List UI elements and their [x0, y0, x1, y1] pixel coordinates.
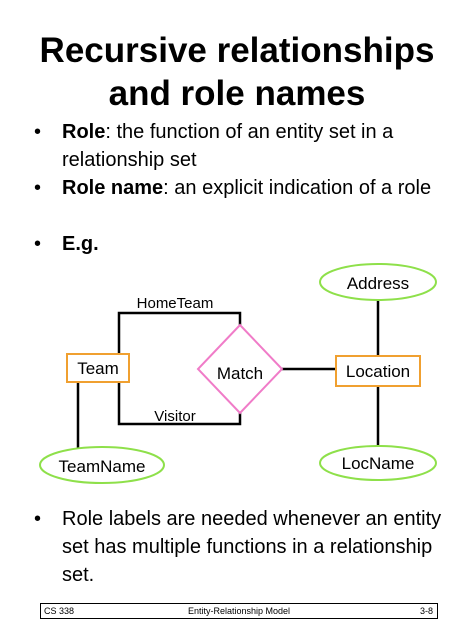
- hometeam-role-line: [117, 311, 242, 354]
- bullet-term: Role: [62, 121, 106, 143]
- attribute-locname-ellipse: [319, 445, 437, 481]
- bullet-definition: : the function of an entity set in a rel…: [62, 121, 394, 171]
- role-visitor-label: Visitor: [154, 408, 195, 425]
- bullet-text: E.g.: [62, 230, 442, 258]
- attribute-address-label: Address: [347, 274, 409, 293]
- relationship-match-label: Match: [217, 364, 263, 383]
- attribute-teamname-ellipse: [39, 446, 165, 484]
- bullet-text: Role labels are needed whenever an entit…: [62, 508, 442, 586]
- slide-title-line-2: and role names: [108, 74, 366, 113]
- relationship-match-diamond: [196, 323, 284, 415]
- bullet-term: E.g.: [62, 233, 99, 255]
- attribute-address-ellipse: [319, 263, 437, 301]
- attribute-teamname-label: TeamName: [59, 457, 146, 476]
- footer-right: 3-8: [419, 606, 433, 616]
- slide-footer: Entity-Relationship Model CS 338 3-8: [40, 603, 438, 619]
- connector-lines: [76, 298, 380, 450]
- footer-left: CS 338: [44, 606, 75, 616]
- bullet-term: Role name: [62, 177, 164, 199]
- entity-location-label: Location: [346, 362, 410, 381]
- role-hometeam-label: HomeTeam: [137, 295, 214, 312]
- slide-title-line-1: Recursive relationships: [39, 31, 435, 70]
- bullet-text: Role name: an explicit indication of a r…: [62, 174, 442, 202]
- bullet-definition: : an explicit indication of a role: [163, 177, 432, 199]
- entity-team-box: [66, 353, 130, 383]
- bullet-marker: •: [34, 508, 42, 530]
- entity-location-box: [335, 355, 421, 387]
- bullet-marker: •: [34, 177, 42, 199]
- visitor-role-line: [117, 381, 242, 426]
- bullet-text: Role: the function of an entity set in a…: [62, 118, 442, 174]
- attribute-locname-label: LocName: [342, 454, 415, 473]
- bullet-marker: •: [34, 121, 42, 143]
- entity-team-label: Team: [77, 359, 119, 378]
- bullet-marker: •: [34, 233, 42, 255]
- slide-title: Recursive relationships and role names: [0, 29, 474, 115]
- footer-center: Entity-Relationship Model: [187, 606, 291, 616]
